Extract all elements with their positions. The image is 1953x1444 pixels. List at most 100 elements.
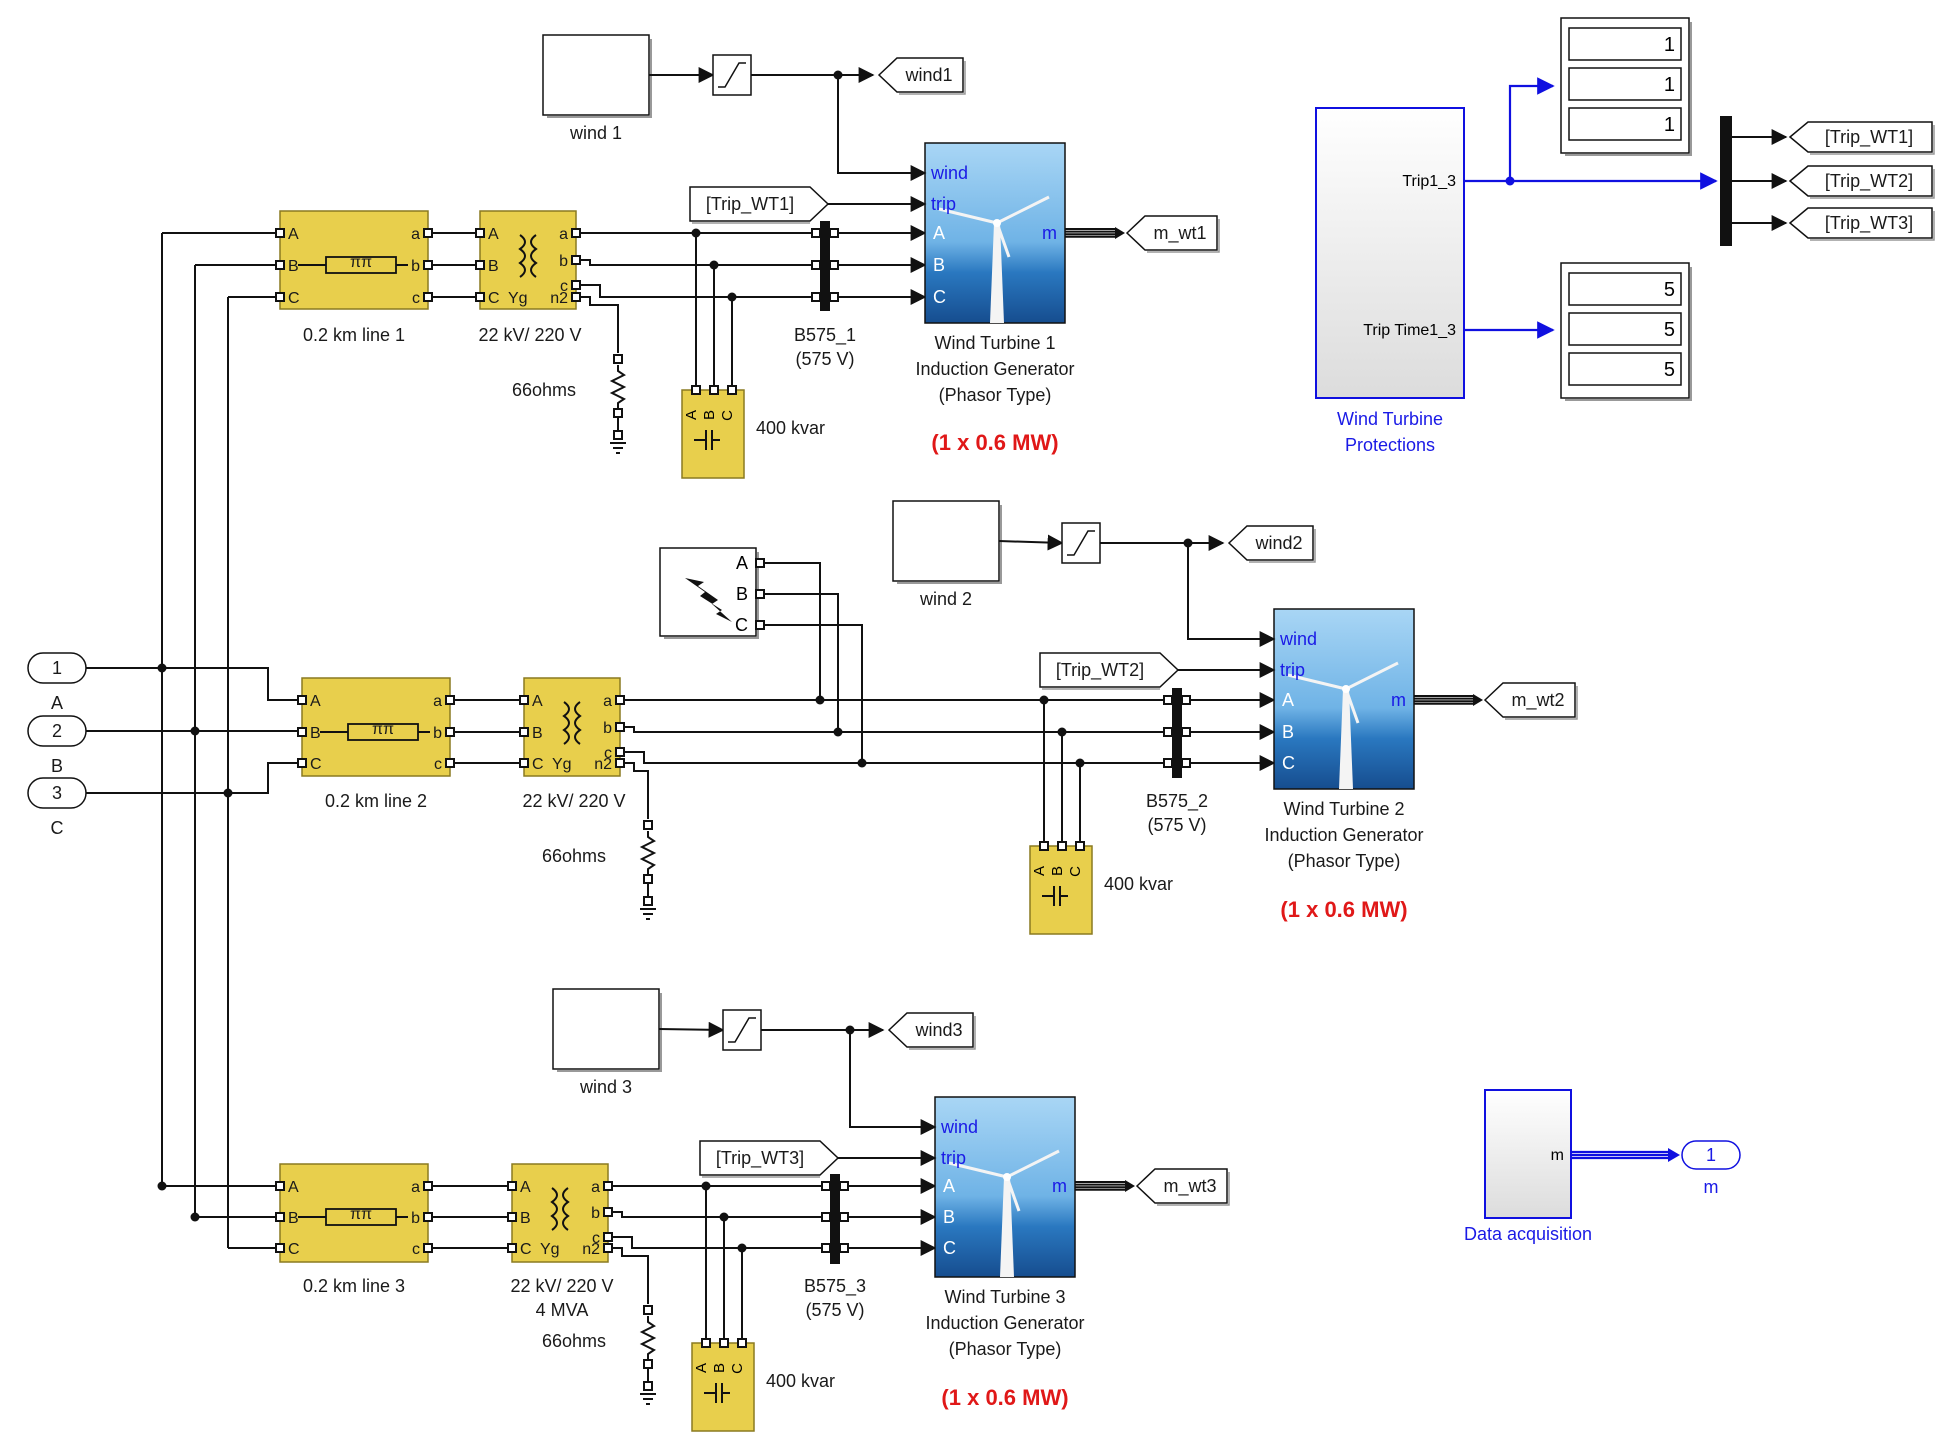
display-trip-cell	[1568, 27, 1682, 61]
inport-2[interactable]: 2B	[27, 715, 87, 776]
resistor-label: 66ohms	[542, 846, 606, 866]
display-trip-time-value: 5	[1664, 319, 1675, 341]
goto-m-tag-1-label: m_wt1	[1153, 223, 1206, 244]
cap-port-C	[1075, 841, 1085, 851]
line-port-A	[275, 228, 285, 238]
goto-m-tag-2[interactable]: m_wt2	[1483, 682, 1578, 720]
outport-m[interactable]: 1m	[1681, 1140, 1741, 1197]
wind-source-shadow	[547, 39, 652, 118]
goto-wind-tag-3-label: wind3	[914, 1020, 962, 1040]
data-acquisition-subsystem[interactable]: m	[1484, 1089, 1572, 1219]
bus-port-in	[811, 292, 821, 302]
junction-dot	[701, 1181, 711, 1191]
goto-wind-tag-3[interactable]: wind3	[887, 1012, 976, 1050]
cap-label-B: B	[711, 1363, 728, 1373]
xfmr-port-A	[519, 695, 529, 705]
goto-trip-tag-2[interactable]: [Trip_WT2]	[1788, 165, 1935, 199]
display-trip-time-cell	[1568, 352, 1682, 386]
wire-xfmr-b	[580, 259, 816, 266]
line-port-a	[445, 695, 455, 705]
wt-label-2: Induction Generator	[1264, 825, 1423, 845]
turbine-hub-icon	[1003, 1173, 1011, 1181]
demux-bar[interactable]	[1720, 116, 1732, 246]
bus-bar-3[interactable]	[830, 1174, 840, 1264]
bus-label-2: (575 V)	[1147, 815, 1206, 835]
xfmr-port-label-A: A	[520, 1179, 531, 1196]
cap-label-B: B	[1049, 866, 1066, 876]
line-port-a	[423, 1181, 433, 1191]
resistor-zigzag-icon	[639, 831, 657, 877]
wt-power-rating: (1 x 0.6 MW)	[1280, 897, 1407, 922]
goto-wind-tag-3-shadow	[909, 1016, 976, 1050]
goto-m-tag-1[interactable]: m_wt1	[1125, 215, 1220, 253]
saturation-curve-icon	[728, 1017, 756, 1043]
goto-wind-tag-1[interactable]: wind1	[877, 57, 966, 95]
wind-source-2[interactable]	[892, 500, 1002, 584]
inport-1[interactable]: 1A	[27, 652, 87, 713]
junction-dot	[190, 1212, 200, 1222]
wt-port-wind: wind	[940, 1117, 978, 1137]
ground-port	[643, 896, 653, 906]
wind-source-1[interactable]	[542, 34, 652, 118]
xfmr-port-A	[475, 228, 485, 238]
wt-port-A: A	[1282, 690, 1294, 710]
display-trip-time[interactable]: 555	[1560, 262, 1692, 401]
goto-trip-tag-3[interactable]: [Trip_WT3]	[1788, 207, 1935, 241]
junction-dot	[833, 727, 843, 737]
cap-label-C: C	[719, 410, 736, 421]
goto-m-tag-3-shape	[1135, 1168, 1228, 1204]
saturation-block-2[interactable]	[1061, 522, 1101, 564]
bus-bar-1[interactable]	[820, 221, 830, 311]
fault-port-label-C: C	[735, 615, 748, 635]
wire-trip-to-display	[1464, 77, 1555, 183]
xfmr-label-c: c	[604, 745, 612, 762]
inport-3[interactable]: 3C	[27, 777, 87, 838]
bus-bar-2[interactable]	[1172, 688, 1182, 778]
inport-number: 2	[52, 721, 62, 741]
arrow-icon	[1668, 1148, 1680, 1162]
goto-m-tag-2-shape	[1483, 682, 1576, 718]
saturation-block-3[interactable]	[722, 1009, 762, 1051]
goto-wind-tag-2-shape	[1227, 525, 1314, 561]
from-trip-tag-2-label: [Trip_WT2]	[1056, 660, 1144, 681]
xfmr-port-label-C: C	[520, 1241, 532, 1258]
fault-shadow	[664, 552, 759, 639]
from-trip-tag-1[interactable]: [Trip_WT1]	[689, 186, 830, 224]
display-trip[interactable]: 111	[1560, 17, 1692, 156]
line-port-b	[423, 1212, 433, 1222]
goto-wind-tag-2[interactable]: wind2	[1227, 525, 1316, 563]
display-trip-time-value: 5	[1664, 359, 1675, 381]
goto-wind-tag-1-shape	[877, 57, 964, 93]
goto-trip-tag-1[interactable]: [Trip_WT1]	[1788, 121, 1935, 155]
junction-dot	[719, 1212, 729, 1222]
from-trip-tag-2[interactable]: [Trip_WT2]	[1039, 652, 1180, 690]
saturation-curve-icon	[718, 62, 746, 88]
xfmr-port-B	[475, 260, 485, 270]
cap-port-A	[701, 1338, 711, 1348]
wire-bus-to-line-A	[162, 667, 300, 701]
goto-m-tag-3[interactable]: m_wt3	[1135, 1168, 1230, 1206]
xfmr-port-out-3	[615, 758, 625, 768]
wind-source-3[interactable]	[552, 988, 662, 1072]
wt-label-1: Wind Turbine 2	[1283, 799, 1404, 819]
saturation-block-1[interactable]	[712, 54, 752, 96]
from-trip-tag-3[interactable]: [Trip_WT3]	[699, 1140, 840, 1178]
capacitor-label: 400 kvar	[756, 418, 825, 438]
data-acq-label: Data acquisition	[1464, 1224, 1592, 1244]
ground-icon	[640, 1393, 656, 1405]
bus-port-out	[1181, 695, 1191, 705]
three-phase-fault[interactable]: ABC	[659, 547, 759, 639]
